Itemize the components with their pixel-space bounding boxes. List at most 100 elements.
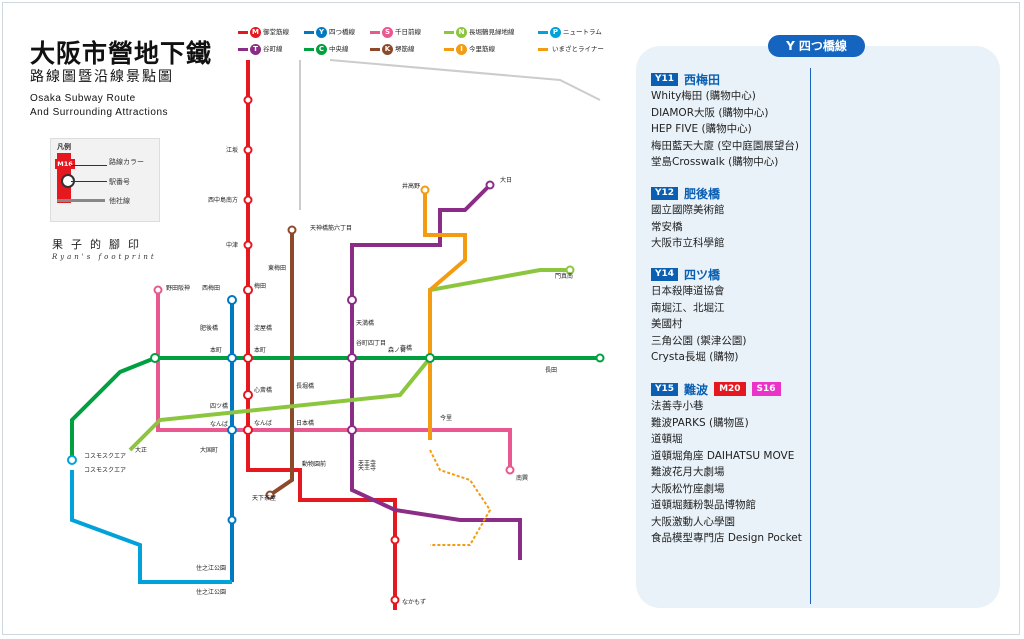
chuo-line: [72, 358, 600, 460]
sennichimae-line: [158, 290, 510, 470]
attraction-item: 大阪松竹座劇場: [651, 481, 802, 498]
station-label: なんば: [254, 419, 272, 427]
station-marker: [244, 286, 252, 294]
station-label: 大国町: [200, 446, 218, 454]
station-marker: [228, 426, 236, 434]
attraction-item: 大阪激動人心學園: [651, 514, 802, 531]
station-heading: Y15 難波 M20 S16: [651, 380, 802, 398]
station-label: 野田阪神: [166, 284, 190, 292]
station-label: 門真南: [555, 272, 573, 280]
station-label: 心斎橋: [254, 386, 272, 394]
tanimachi-line: [352, 185, 520, 560]
attraction-item: 食品模型專門店 Design Pocket: [651, 530, 802, 547]
station-marker: [245, 197, 252, 204]
station-label: 大日: [500, 176, 512, 184]
station-marker: [392, 597, 399, 604]
station-label: 長田: [545, 367, 557, 374]
attraction-item: Crysta長堀 (購物): [651, 349, 747, 366]
imazato-liner: [430, 450, 490, 545]
station-code: Y12: [651, 187, 678, 200]
station-label: 本町: [210, 346, 222, 354]
station-marker: [228, 296, 236, 304]
station-label: 谷町四丁目: [356, 339, 386, 347]
attraction-item: 日本殺陣道協會: [651, 283, 747, 300]
station-marker: [155, 287, 162, 294]
station-marker: [422, 187, 429, 194]
station-code: Y11: [651, 73, 678, 86]
station-label: 四ツ橋: [210, 402, 228, 410]
station-label: 住之江公園: [196, 588, 226, 596]
attraction-item: 南堀江、北堀江: [651, 300, 747, 317]
attraction-item: 難波PARKS (購物區): [651, 415, 802, 432]
station-label: 天王寺: [358, 459, 376, 467]
station-heading: Y11 西梅田: [651, 70, 799, 88]
station-label: なんば: [210, 420, 228, 428]
attraction-item: HEP FIVE (購物中心): [651, 121, 799, 138]
station-label: 天神橋筋六丁目: [310, 224, 352, 232]
station-marker: [426, 354, 434, 362]
station-label: 肥後橋: [200, 324, 218, 332]
attraction-item: 難波花月大劇場: [651, 464, 802, 481]
station-label: 大正: [135, 446, 147, 454]
station-section-y15: Y15 難波 M20 S16 法善寺小巷 難波PARKS (購物區) 道頓堀 道…: [651, 380, 802, 547]
midosuji-line: [248, 60, 395, 610]
station-label: 日本橋: [296, 419, 314, 427]
station-section-y11: Y11 西梅田 Whity梅田 (購物中心) DIAMOR大阪 (購物中心) H…: [651, 70, 799, 171]
attraction-item: 道頓堀: [651, 431, 802, 448]
station-marker: [392, 537, 399, 544]
station-name: 西梅田: [684, 71, 720, 88]
attraction-item: 道頓堀角座 DAIHATSU MOVE: [651, 448, 802, 465]
attraction-item: 美國村: [651, 316, 747, 333]
station-marker: [68, 456, 76, 464]
transfer-badge-sennichimae: S16: [752, 382, 781, 396]
station-label: 天満橋: [356, 319, 374, 327]
subway-map: 江坂 西中島南方 中津 梅田 淀屋橋 本町 心斎橋 なんば 大国町 動物園前 天…: [0, 0, 640, 639]
station-marker: [348, 296, 356, 304]
panel-title: Y 四つ橋線: [768, 35, 865, 57]
station-marker: [348, 354, 356, 362]
station-code: Y15: [651, 383, 678, 396]
station-name: 難波: [684, 381, 708, 398]
station-label: 中津: [226, 241, 238, 249]
station-label: 西梅田: [202, 284, 220, 292]
station-name: 四ツ橋: [684, 266, 720, 283]
station-label: 動物園前: [302, 460, 326, 468]
other-company-line-1: [330, 60, 600, 100]
attraction-item: 梅田藍天大廈 (空中庭園展望台): [651, 138, 799, 155]
station-label: 淀屋橋: [254, 324, 272, 332]
station-marker: [348, 426, 356, 434]
station-label: 江坂: [226, 146, 238, 154]
station-label: 住之江公園: [196, 564, 226, 572]
attraction-item: DIAMOR大阪 (購物中心): [651, 105, 799, 122]
station-marker: [244, 426, 252, 434]
station-marker: [245, 97, 252, 104]
attraction-item: Whity梅田 (購物中心): [651, 88, 799, 105]
station-marker: [245, 242, 252, 249]
attraction-item: 道頓堀麵粉製品博物館: [651, 497, 802, 514]
station-label: コスモスクエア: [84, 467, 126, 474]
attraction-item: 堂島Crosswalk (購物中心): [651, 154, 799, 171]
station-heading: Y14 四ツ橋: [651, 265, 747, 283]
station-label: 井高野: [402, 182, 420, 190]
station-label: 梅田: [254, 282, 266, 290]
station-markers: [68, 97, 604, 604]
station-marker: [244, 354, 252, 362]
station-label: コスモスクエア: [84, 453, 126, 460]
station-label: 南巽: [516, 474, 528, 482]
station-code: Y14: [651, 268, 678, 281]
imazatosuji-line: [425, 190, 465, 440]
station-marker: [245, 147, 252, 154]
attraction-item: 三角公園 (禦津公園): [651, 333, 747, 350]
station-heading: Y12 肥後橋: [651, 184, 725, 202]
station-marker: [229, 517, 236, 524]
station-label: 西中島南方: [208, 196, 238, 204]
station-marker: [244, 391, 252, 399]
station-label: 京橋: [400, 344, 412, 352]
station-label: 今里: [440, 414, 452, 422]
panel-divider: [810, 68, 811, 604]
transfer-badge-midosuji: M20: [714, 382, 745, 396]
station-label: 東梅田: [268, 264, 286, 272]
attraction-item: 國立國際美術館: [651, 202, 725, 219]
station-marker: [228, 354, 236, 362]
station-label: 長堀橋: [296, 382, 314, 390]
